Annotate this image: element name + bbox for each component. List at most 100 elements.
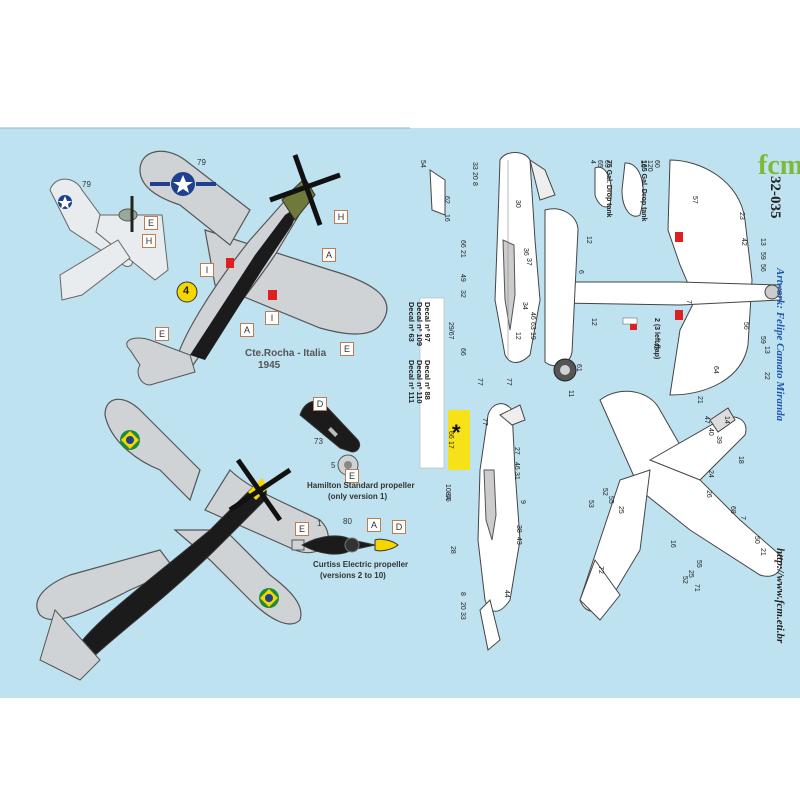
product-code: 32-035 — [767, 176, 783, 219]
stencil-number: 28 — [449, 546, 456, 554]
stencil-number: 7 — [739, 516, 746, 520]
caption-line2: 1945 — [258, 360, 281, 371]
callout-E-right: E — [340, 342, 354, 356]
stencil-number: 46 — [513, 462, 520, 470]
stencil-number: 6 — [577, 270, 584, 274]
callout-E-hamilton: E — [345, 469, 359, 483]
decal-note-97: Decal nº 97 — [423, 302, 432, 342]
stencil-number: 12 — [585, 236, 592, 244]
hamilton-num-73: 73 — [314, 437, 323, 446]
website-link[interactable]: http://www.fcm.eti.br — [774, 548, 786, 644]
side-view-lower — [477, 403, 526, 651]
callout-A-curtiss: A — [367, 518, 381, 532]
stencil-number: 17 — [447, 441, 454, 449]
stencil-number: 30 — [514, 200, 521, 208]
stencil-number: 42 — [652, 342, 659, 350]
stencil-number: 37 — [525, 258, 532, 266]
stencil-number: 66 — [459, 348, 466, 356]
stencil-number: 57 — [691, 196, 698, 204]
flap-marker — [622, 317, 638, 330]
stencil-number: 54 — [419, 160, 426, 168]
stencil-number: 53 — [587, 500, 594, 508]
stencil-number: 9 — [519, 500, 526, 504]
hamilton-propeller-drawing — [299, 400, 361, 476]
stencil-number: 46 — [529, 312, 536, 320]
callout-A-lower: A — [240, 323, 254, 337]
callout-G: E — [144, 216, 158, 230]
stencil-number: 61 — [575, 364, 582, 372]
decal-note-110: Decal nº 110 — [415, 360, 424, 404]
stencil-number: 12 — [590, 318, 597, 326]
decal-notes-box — [419, 297, 470, 470]
stencil-number: 66 — [444, 494, 451, 502]
code-79-large: 79 — [197, 158, 206, 167]
stencil-number: 22 — [763, 372, 770, 380]
stencil-number: 59 — [759, 336, 766, 344]
drop-tank-drawings — [594, 162, 644, 217]
stencil-number: 62 — [443, 196, 450, 204]
curtiss-propeller-drawing — [291, 535, 399, 555]
small-plane-plan-view — [49, 178, 169, 301]
stencil-number: 72 — [597, 566, 604, 574]
curtiss-title: Curtiss Electric propeller — [313, 560, 409, 569]
stencil-number: 47 — [703, 416, 710, 424]
stencil-number: 8 — [471, 182, 478, 186]
stencil-number: 31 — [513, 472, 520, 480]
stencil-number: 71 — [693, 584, 700, 592]
stencil-number: 50 — [753, 536, 760, 544]
hamilton-subtitle: (only version 1) — [328, 492, 388, 501]
stencil-number: 68 — [729, 506, 736, 514]
curtiss-num-80: 80 — [343, 517, 352, 526]
stencil-number: 25 — [617, 506, 624, 514]
stencil-number: 52 — [681, 576, 688, 584]
stencil-number: 56 — [759, 264, 766, 272]
note-asterisk: * — [452, 420, 461, 445]
brand-logo: fcm — [758, 150, 800, 181]
callout-I-left: I — [200, 263, 214, 277]
callout-E-left: E — [155, 327, 169, 341]
decal-note-111: Decal nº 111 — [407, 360, 416, 404]
stencil-number: 16 — [669, 540, 676, 548]
stencil-number: 39 — [715, 436, 722, 444]
stencil-number: 120 — [646, 160, 653, 172]
callout-A-upper: A — [322, 248, 336, 262]
decal-note-63: Decal nº 63 — [407, 302, 416, 342]
stencil-number: 11 — [567, 390, 574, 398]
stencil-number: 66 — [447, 431, 454, 439]
stencil-number: 40 — [707, 428, 714, 436]
stencil-number: 10 — [639, 160, 646, 168]
callout-H-small: H — [142, 234, 156, 248]
stencil-number: 77 — [476, 378, 483, 386]
plane-lower-plan-view — [36, 398, 329, 681]
stencil-number: 12 — [514, 332, 521, 340]
version-badge — [176, 281, 198, 303]
decal-note-88: Decal nº 88 — [423, 360, 432, 400]
stencil-number: 8 — [459, 592, 466, 596]
stencil-number: 55 — [607, 496, 614, 504]
callout-E-curtiss: E — [295, 522, 309, 536]
flap-note: 2 (3 left flap) — [653, 318, 660, 360]
stencil-number: 16 — [443, 214, 450, 222]
stencil-number: 65 — [596, 160, 603, 168]
stencil-number: 63 — [529, 322, 536, 330]
stencil-number: 25 — [687, 570, 694, 578]
wheel-part-drawing — [553, 358, 577, 382]
stencil-number: 4 — [589, 160, 596, 164]
stencil-number: 13 — [763, 346, 770, 354]
stencil-number: 43 — [515, 537, 522, 545]
callout-I-right: I — [265, 311, 279, 325]
hamilton-title: Hamilton Standard propeller — [307, 481, 415, 490]
stencil-number: 32 — [459, 290, 466, 298]
curtiss-subtitle: (versions 2 to 10) — [320, 571, 386, 580]
stencil-number: 26 — [705, 490, 712, 498]
stencil-number: 23 — [738, 212, 745, 220]
artwork-credit: Artwork: Felipe Camato Miranda — [774, 268, 786, 422]
stencil-number: 20 — [471, 172, 478, 180]
drop-tank-75-label: 75 Gal. Drop tank — [605, 160, 612, 218]
caption-line1: Cte.Rocha - Italia — [245, 348, 327, 359]
plane-upper-plan-view — [126, 150, 388, 386]
stencil-number: 33 — [471, 162, 478, 170]
stencil-number: 21 — [696, 396, 703, 404]
stencil-number: 21 — [459, 250, 466, 258]
